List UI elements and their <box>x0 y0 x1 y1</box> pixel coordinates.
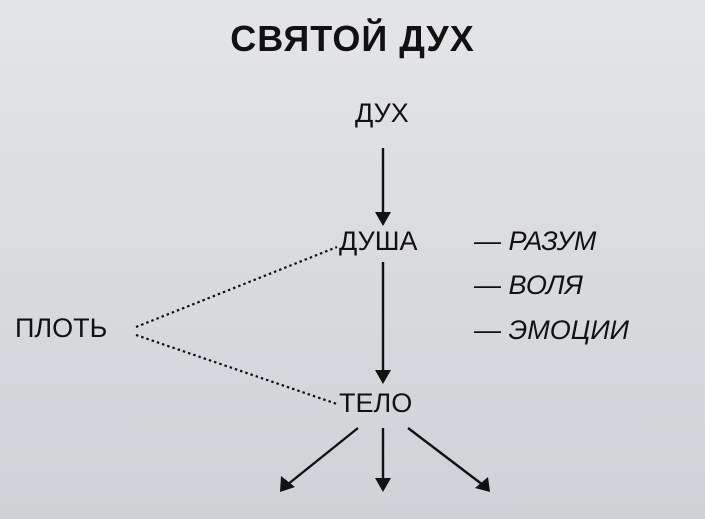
dotted-link-flesh-to-body <box>135 333 338 406</box>
arrowhead-body-center <box>375 478 391 492</box>
arrowhead-body-left <box>280 476 295 492</box>
node-soul: ДУША <box>339 226 418 256</box>
soul-part-mind: — РАЗУМ <box>474 226 597 256</box>
node-body: ТЕЛО <box>339 388 413 418</box>
dotted-link-flesh-to-soul <box>135 245 338 329</box>
arrowhead-soul-to-body <box>375 370 391 384</box>
soul-part-will: — ВОЛЯ <box>474 270 583 300</box>
arrowhead-spirit-to-soul <box>375 212 391 226</box>
arrowhead-body-right <box>475 477 490 492</box>
node-spirit: ДУХ <box>355 98 409 128</box>
node-flesh: ПЛОТЬ <box>15 313 108 343</box>
diagram-title: СВЯТОЙ ДУХ <box>230 18 475 59</box>
soul-part-emotions: — ЭМОЦИИ <box>474 315 629 345</box>
arrow-body-right <box>407 427 484 486</box>
arrow-body-left <box>286 427 359 486</box>
